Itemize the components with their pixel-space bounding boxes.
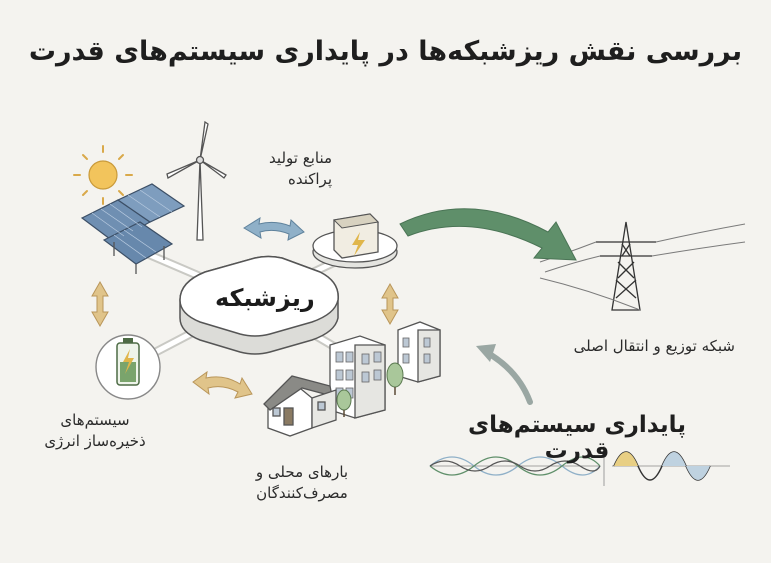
house-icon <box>263 375 337 437</box>
arrow-stability-to-grid <box>476 344 533 405</box>
arrow-hub-loads <box>381 282 399 326</box>
distributed-sources-label: منابع تولید پراکنده <box>269 149 332 188</box>
sun-icon <box>73 145 133 205</box>
microgrid-hub <box>179 255 339 355</box>
battery-icon <box>95 334 161 400</box>
inverter-icon <box>312 213 398 269</box>
storage-label: سیستم‌های ذخیره‌ساز انرژی <box>44 411 146 450</box>
hub-label: ریزشبکه <box>215 284 315 312</box>
transmission-tower-icon <box>539 221 746 311</box>
tree-icon <box>336 362 404 417</box>
page-title: بررسی نقش ریزشبکه‌ها در پایداری سیستم‌ها… <box>28 36 743 67</box>
wind-turbine-icon <box>166 120 227 241</box>
solar-panel-icon <box>80 183 186 274</box>
arrow-storage-loads <box>192 370 253 399</box>
loads-label: بارهای محلی و مصرف‌کنندگان <box>255 463 349 502</box>
arrow-sources-storage <box>91 280 109 328</box>
waveform-icon <box>429 446 730 486</box>
arrow-microgrid-to-grid <box>399 208 577 261</box>
stability-label: پایداری سیستم‌های قدرت <box>468 412 686 464</box>
arrow-turbine-inverter <box>243 216 305 241</box>
main-grid-label: شبکه توزیع و انتقال اصلی <box>573 337 735 355</box>
